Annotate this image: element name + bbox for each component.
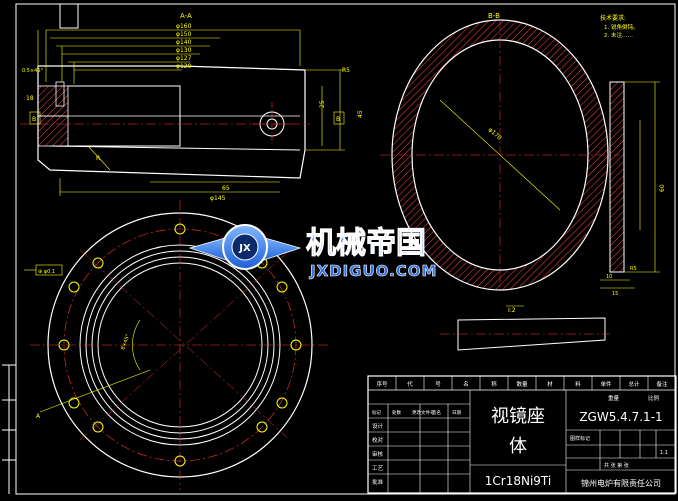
svg-text:B: B <box>32 116 36 123</box>
title-block-header-cell: 称 <box>491 380 497 388</box>
drawing-frame <box>2 3 676 495</box>
svg-text:R5: R5 <box>630 266 637 272</box>
title-block-row-label: 校对 <box>372 436 384 444</box>
title-block-header-cell: 序号 <box>376 380 388 388</box>
svg-text:φ127: φ127 <box>176 55 192 62</box>
svg-text:10: 10 <box>606 274 612 280</box>
notes-line2: 2. 未注…… <box>604 31 633 39</box>
notes-line1: 1. 锐角倒钝。 <box>604 23 639 31</box>
title-block-row-label: 设计 <box>372 422 384 430</box>
watermark-en: JXDIGUO.COM <box>309 262 437 280</box>
title-block-sub-cell: 比例 <box>648 394 660 402</box>
title-block-header-cell: 总计 <box>628 380 640 388</box>
section-a-hatch-top <box>37 85 69 117</box>
drawing-number: ZGW5.4.7.1-1 <box>579 410 662 424</box>
ring-side-flange <box>609 81 625 273</box>
svg-text:65: 65 <box>222 185 230 192</box>
svg-text:φ160: φ160 <box>176 23 192 30</box>
company-name: 锦州电炉有限责任公司 <box>581 478 661 488</box>
section-b-b-view: B-B φ170 60 10 15 R5 技术要求: 1. 锐角倒钝。 2. 未… <box>380 12 666 297</box>
detail-view: I:2 <box>440 305 610 351</box>
svg-text:⊕ φ0.1: ⊕ φ0.1 <box>38 269 55 275</box>
title-block-change-label: 日期 <box>452 410 461 416</box>
svg-text:45: 45 <box>357 110 364 118</box>
stage-label: 图样标记 <box>570 435 590 442</box>
svg-text:R: R <box>96 155 100 162</box>
material: 1Cr18Ni9Ti <box>485 474 551 488</box>
title-block-row-label: 工艺 <box>372 465 384 472</box>
title-block-header-cell: 备注 <box>656 380 668 388</box>
watermark-cn: 机械帝国 <box>306 226 426 261</box>
title-block-row-label: 批准 <box>372 478 384 486</box>
watermark-logo: JX 机械帝国 JXDIGUO.COM <box>188 224 437 280</box>
svg-text:φ170: φ170 <box>487 126 503 142</box>
svg-text:A: A <box>36 413 41 420</box>
scale-value: 1:1 <box>660 450 668 456</box>
svg-text:φ140: φ140 <box>176 39 192 46</box>
section-a-label: A-A <box>180 12 192 20</box>
watermark-badge: JX <box>238 243 251 254</box>
notes-title: 技术要求: <box>600 14 626 22</box>
title-block-header-cell: 号 <box>435 381 441 388</box>
bolt-hole <box>92 257 104 269</box>
part-name-line1: 视镜座体 <box>491 406 545 457</box>
bolt-holes <box>58 223 302 467</box>
title-block-row-label: 审核 <box>372 450 384 458</box>
title-block-header-cell: 名 <box>463 380 469 388</box>
bolt-hole <box>58 339 70 351</box>
title-block-header-cell: 数量 <box>516 380 528 388</box>
svg-text:0.5×45°: 0.5×45° <box>22 68 44 74</box>
bolt-hole <box>174 455 186 467</box>
title-block: 序号代号名称数量材料单件总计备注重量比例 视镜座体 ZGW5.4.7.1- <box>367 375 677 494</box>
svg-text:25: 25 <box>319 100 326 108</box>
svg-text:60: 60 <box>659 184 666 192</box>
section-a-hatch-bottom <box>37 115 69 147</box>
svg-text:φ130: φ130 <box>176 47 192 54</box>
title-block-header-cell: 料 <box>575 380 581 388</box>
title-block-header-cell: 材 <box>547 380 553 388</box>
svg-text:8×45°: 8×45° <box>120 333 131 351</box>
title-block-change-label: 处数 <box>392 409 401 416</box>
svg-text:B: B <box>336 116 340 123</box>
title-block-sub-cell: 重量 <box>608 394 620 402</box>
title-block-change-label: 更改文件号 <box>412 409 435 416</box>
bolt-hole <box>256 421 268 433</box>
flange-front-view: 8×45° A ⊕ φ0.1 <box>24 200 330 490</box>
bolt-hole <box>174 223 186 235</box>
svg-text:φ145: φ145 <box>210 195 226 202</box>
svg-text:φ150: φ150 <box>176 31 192 38</box>
bolt-hole <box>290 339 302 351</box>
sheet-info: 共 张 第 张 <box>604 462 629 469</box>
svg-text:15: 15 <box>612 291 618 297</box>
title-block-change-label: 标记 <box>372 409 381 416</box>
svg-text:R5: R5 <box>342 67 350 74</box>
svg-text:18: 18 <box>26 95 34 102</box>
section-b-label: B-B <box>488 12 500 20</box>
svg-text:φ120: φ120 <box>176 63 192 70</box>
detail-label: I:2 <box>508 307 516 314</box>
bolt-hole <box>92 421 104 433</box>
title-block-header-cell: 单件 <box>600 380 612 388</box>
title-block-change-label: 签名 <box>432 409 441 416</box>
title-block-header-cell: 代 <box>407 380 413 388</box>
section-a-a-view: A-A φ160 φ150 <box>20 12 364 202</box>
